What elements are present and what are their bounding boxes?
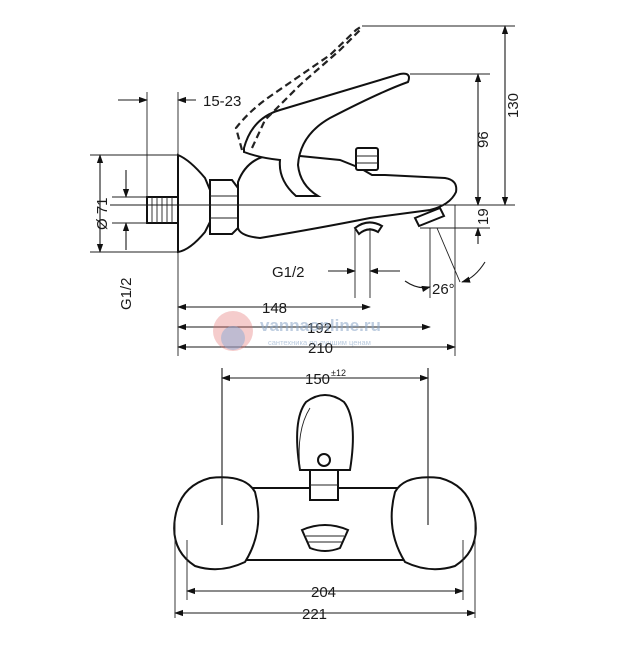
dim-length-192: 192 (307, 320, 332, 337)
spout-aerator (413, 206, 446, 228)
dim-flange-diameter: Ø 71 (94, 197, 111, 230)
mixer-body (237, 153, 458, 240)
wall-flange (177, 153, 211, 254)
dim-height-19: 19 (475, 208, 492, 225)
dim-width-221: 221 (302, 606, 327, 623)
dim-connection-range: 15-23 (203, 93, 241, 110)
dim-outlet-thread: G1/2 (272, 264, 305, 281)
dim-height-96: 96 (475, 131, 492, 148)
left-end-cap (173, 476, 260, 571)
dim-length-148: 148 (262, 300, 287, 317)
outlet-thread (353, 221, 384, 236)
front-lever (296, 394, 354, 471)
watermark-logo (213, 311, 253, 351)
lever-alt-position (234, 25, 363, 151)
front-spout-aerator (300, 524, 350, 552)
diverter-knob (355, 147, 379, 171)
side-view: Ø 71 G1/2 15-23 130 96 19 G1/2 (90, 25, 522, 357)
dim-center-tolerance: ±12 (331, 368, 346, 378)
watermark-brand: vannaonline.ru (260, 316, 381, 335)
watermark-tagline: сантехника по лучшим ценам (268, 338, 371, 347)
connection-nut (209, 179, 239, 235)
inlet-thread (146, 196, 179, 224)
dim-inlet-thread: G1/2 (118, 277, 135, 310)
front-view: 150 ±12 204 221 (173, 368, 477, 623)
right-end-cap (390, 476, 477, 571)
mixer-lever (243, 72, 410, 197)
dim-height-130: 130 (505, 93, 522, 118)
dim-center-distance: 150 (305, 371, 330, 388)
dim-length-210: 210 (308, 340, 333, 357)
front-knob (317, 453, 331, 467)
dim-width-204: 204 (311, 584, 336, 601)
watermark: vannaonline.ru сантехника по лучшим цена… (213, 311, 381, 351)
dim-angle: 26° (432, 281, 455, 298)
